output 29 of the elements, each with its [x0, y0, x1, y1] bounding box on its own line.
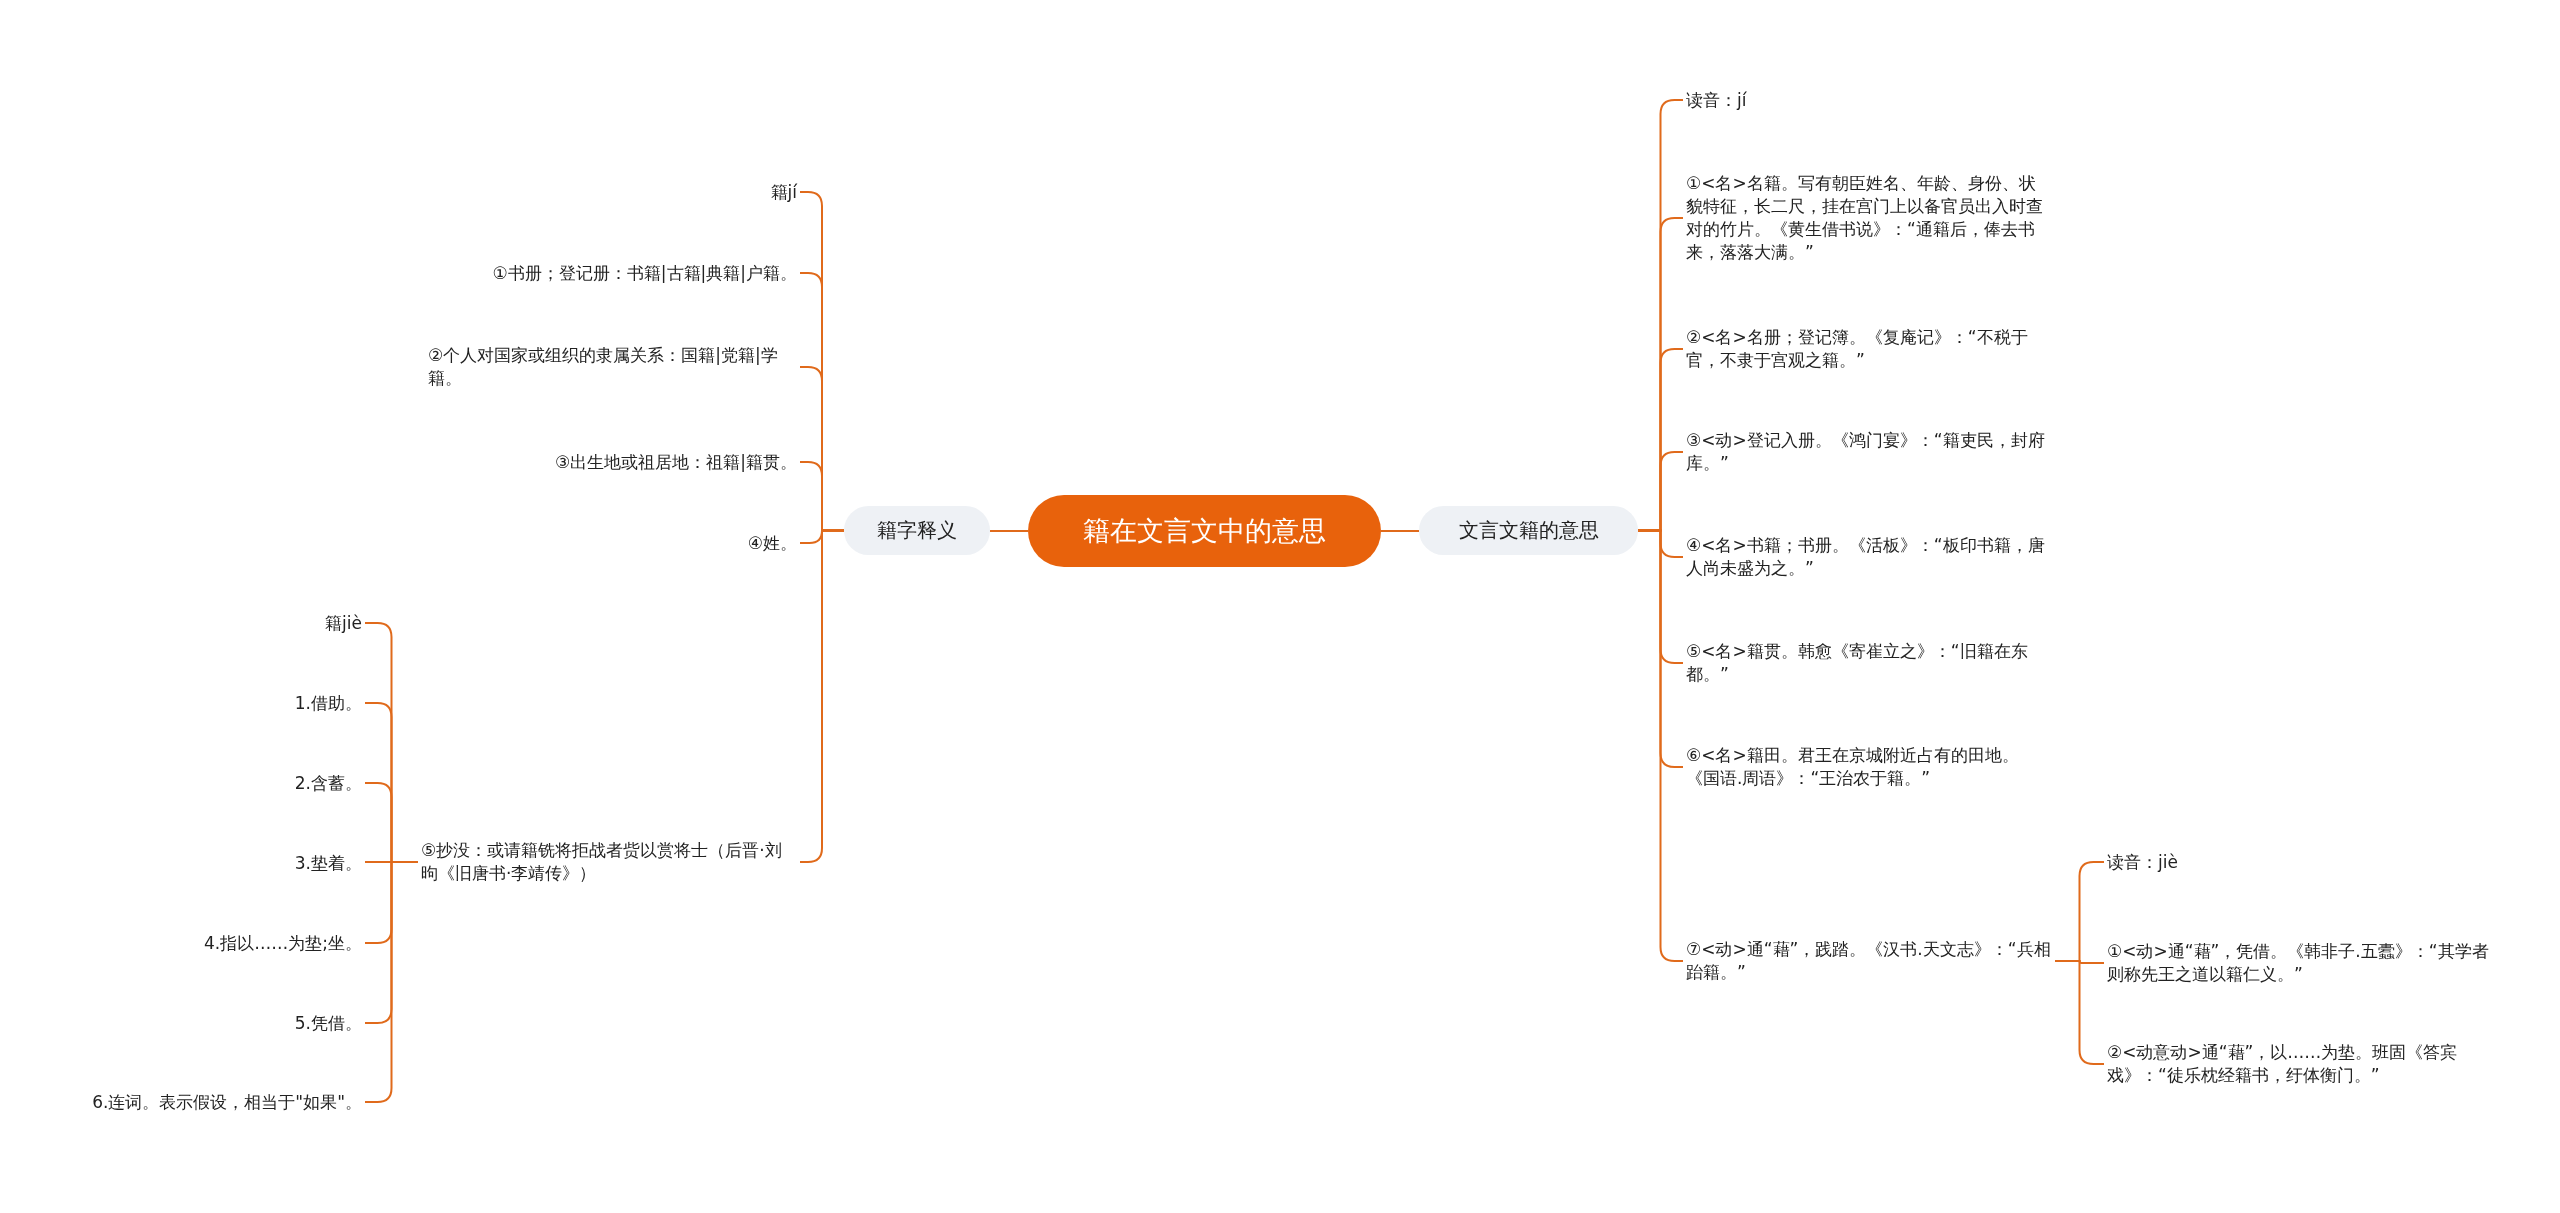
topic-text: 读音：jí: [1683, 88, 1750, 112]
topic-text: ⑤抄没：或请籍铣将拒战者赀以赏将士（后晋·刘昫《旧唐书·李靖传》）: [418, 839, 800, 885]
topic-text: 2.含蓄。: [291, 771, 365, 795]
central-topic: 籍在文言文中的意思: [1028, 495, 1381, 567]
topic-text: 1.借助。: [291, 691, 365, 715]
topic-text: 5.凭借。: [291, 1011, 365, 1035]
topic-text: ②<动意动>通“藉”，以……为垫。班固《答宾戏》：“徒乐枕经籍书，纡体衡门。”: [2104, 1041, 2494, 1087]
topic-text: 6.连词。表示假设，相当于"如果"。: [89, 1090, 365, 1114]
topic-text: 籍jiè: [322, 611, 365, 635]
topic-text: ③出生地或祖居地：祖籍|籍贯。: [552, 450, 800, 474]
topic-text: ①<名>名籍。写有朝臣姓名、年龄、身份、状貌特征，长二尺，挂在宫门上以备官员出入时查对的竹片。《黄生借书说》：“通籍后，俸去书来，落落大满。”: [1683, 172, 2055, 264]
connector-line: [1380, 530, 1420, 532]
topic-text: ②个人对国家或组织的隶属关系：国籍|党籍|学籍。: [425, 344, 800, 390]
topic-text: ⑤<名>籍贯。韩愈《寄崔立之》：“旧籍在东都。”: [1683, 640, 2055, 686]
topic-text: 3.垫着。: [291, 851, 365, 875]
topic-text: ④<名>书籍；书册。《活板》：“板印书籍，唐人尚未盛为之。”: [1683, 534, 2055, 580]
connector-line: [989, 530, 1029, 532]
branch-topic: 籍字释义: [844, 506, 990, 555]
topic-text: ③<动>登记入册。《鸿门宴》：“籍吏民，封府库。”: [1683, 429, 2055, 475]
topic-text: ②<名>名册；登记簿。《复庵记》：“不税于官，不隶于宫观之籍。”: [1683, 326, 2055, 372]
topic-text: ⑥<名>籍田。君王在京城附近占有的田地。《国语.周语》：“王治农于籍。”: [1683, 744, 2055, 790]
topic-text: ①<动>通“藉”，凭借。《韩非子.五蠹》：“其学者则称先王之道以籍仁义。”: [2104, 940, 2494, 986]
topic-text: ①书册；登记册：书籍|古籍|典籍|户籍。: [489, 261, 800, 285]
topic-text: ④姓。: [744, 531, 800, 555]
topic-text: ⑦<动>通“藉”，践踏。《汉书.天文志》：“兵相跆籍。”: [1683, 938, 2055, 984]
topic-text: 4.指以……为垫;坐。: [201, 931, 365, 955]
topic-text: 读音：jiè: [2104, 850, 2181, 874]
branch-topic: 文言文籍的意思: [1419, 506, 1638, 555]
topic-text: 籍jí: [767, 180, 800, 204]
